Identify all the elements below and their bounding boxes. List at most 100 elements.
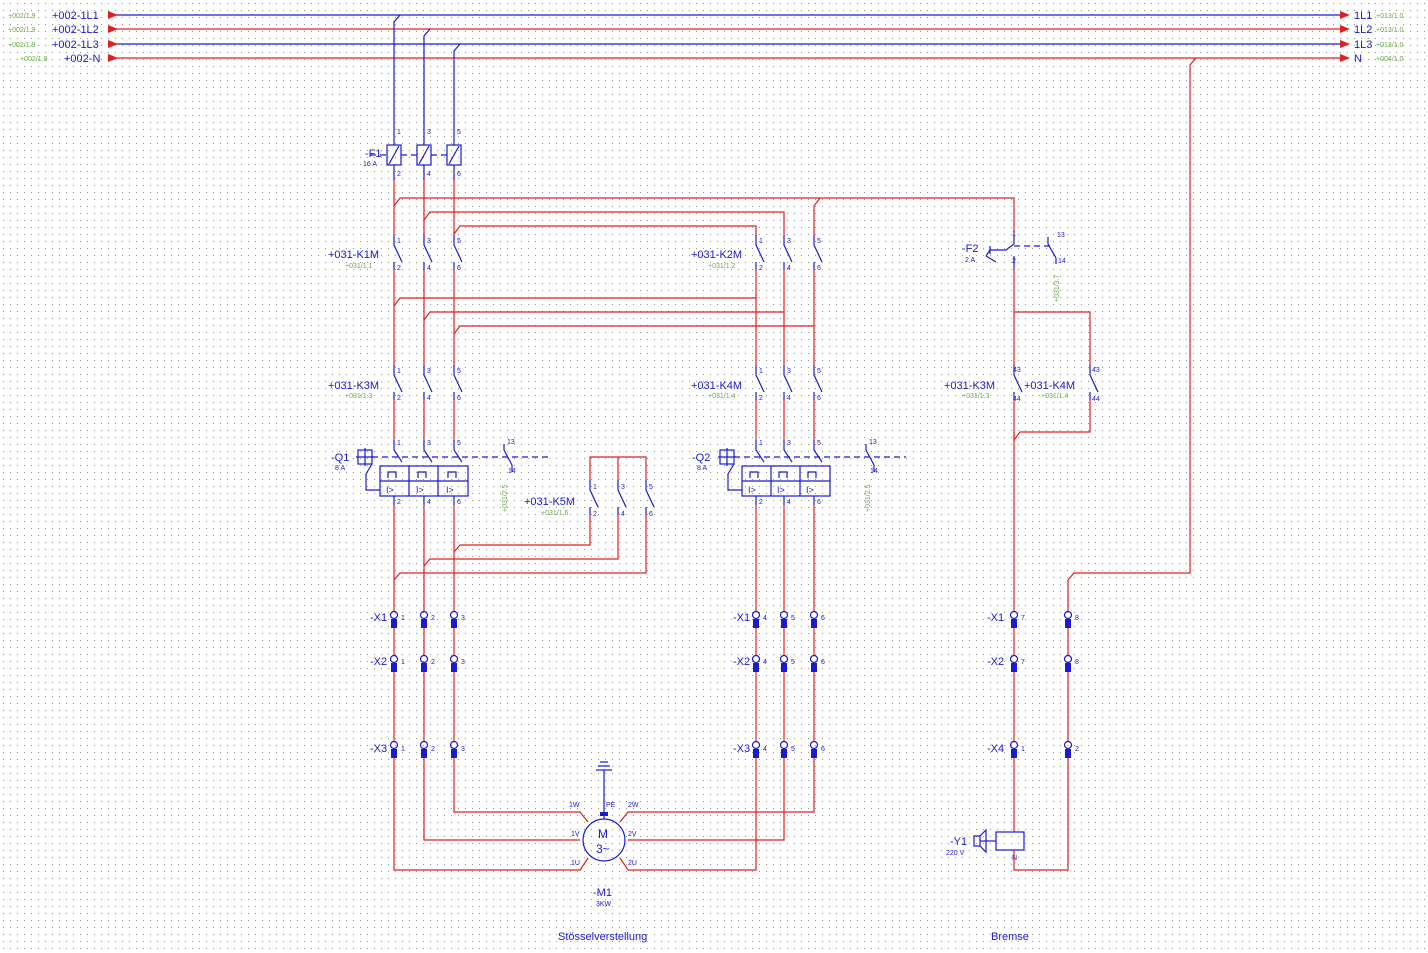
- terminal-block: [421, 619, 427, 628]
- svg-text:+031/2.5: +031/2.5: [865, 484, 872, 512]
- svg-text:8 A: 8 A: [335, 465, 345, 472]
- svg-text:2: 2: [1075, 746, 1079, 753]
- terminal-block: [753, 749, 759, 758]
- svg-text:13: 13: [1057, 232, 1065, 239]
- svg-text:-X2: -X2: [733, 656, 750, 668]
- svg-text:-X3: -X3: [370, 743, 387, 755]
- terminal-ring: [1063, 654, 1073, 664]
- svg-text:4: 4: [763, 746, 767, 753]
- terminal-ring: [751, 740, 761, 750]
- svg-text:-Q2: -Q2: [692, 452, 710, 464]
- svg-text:-F2: -F2: [962, 243, 979, 255]
- svg-text:14: 14: [508, 468, 516, 475]
- svg-text:1V: 1V: [571, 831, 580, 838]
- svg-text:6: 6: [821, 659, 825, 666]
- svg-text:1L3: 1L3: [1354, 39, 1372, 51]
- terminal-block: [753, 619, 759, 628]
- terminal-ring: [809, 654, 819, 664]
- svg-text:4: 4: [763, 615, 767, 622]
- terminal-block: [391, 619, 397, 628]
- svg-text:I>: I>: [446, 485, 454, 495]
- svg-text:+031/1.3: +031/1.3: [962, 393, 990, 400]
- svg-text:6: 6: [817, 265, 821, 272]
- svg-text:8 A: 8 A: [697, 465, 707, 472]
- svg-text:PE: PE: [606, 802, 616, 809]
- svg-text:5: 5: [791, 615, 795, 622]
- svg-text:+031-K4M: +031-K4M: [691, 380, 742, 392]
- svg-text:I>: I>: [777, 485, 785, 495]
- terminal-block: [1065, 619, 1071, 628]
- svg-text:I>: I>: [748, 485, 756, 495]
- svg-text:5: 5: [791, 659, 795, 666]
- svg-text:3KW: 3KW: [596, 901, 612, 908]
- svg-text:7: 7: [1021, 615, 1025, 622]
- terminal-block: [753, 663, 759, 672]
- terminal-block: [451, 663, 457, 672]
- fuse-f1: -F1 16 A 1 3 5 2 4 6: [363, 129, 462, 180]
- svg-text:+002/1.9: +002/1.9: [8, 13, 36, 20]
- bus-arrows: [108, 11, 1350, 62]
- k2m-contacts: +031-K2M +031/1.2: [691, 235, 823, 270]
- svg-text:I>: I>: [806, 485, 814, 495]
- svg-text:16 A: 16 A: [363, 161, 377, 168]
- svg-text:1: 1: [397, 368, 401, 375]
- svg-text:6: 6: [821, 746, 825, 753]
- svg-text:+031/1.2: +031/1.2: [708, 263, 736, 270]
- svg-text:+002/1.9: +002/1.9: [20, 56, 48, 63]
- terminal-block: [811, 749, 817, 758]
- svg-text:7: 7: [1021, 659, 1025, 666]
- svg-text:6: 6: [457, 499, 461, 506]
- svg-text:+031/1.4: +031/1.4: [708, 393, 736, 400]
- terminal-block: [391, 749, 397, 758]
- terminal-block: [1011, 619, 1017, 628]
- svg-text:2: 2: [397, 395, 401, 402]
- svg-text:3: 3: [461, 615, 465, 622]
- svg-text:3: 3: [621, 484, 625, 491]
- terminal-ring: [419, 740, 429, 750]
- svg-text:6: 6: [457, 171, 461, 178]
- svg-text:5: 5: [649, 484, 653, 491]
- svg-text:13: 13: [869, 439, 877, 446]
- svg-text:M: M: [598, 827, 608, 841]
- k3m-contacts: +031-K3M +031/1.3: [328, 365, 463, 400]
- svg-text:-X3: -X3: [733, 743, 750, 755]
- svg-text:+031-K3M: +031-K3M: [944, 380, 995, 392]
- svg-text:8: 8: [1075, 615, 1079, 622]
- svg-text:N: N: [1012, 855, 1017, 862]
- svg-text:2: 2: [593, 511, 597, 518]
- svg-text:43: 43: [1092, 367, 1100, 374]
- svg-text:+031-K1M: +031-K1M: [328, 249, 379, 261]
- terminal-ring: [419, 610, 429, 620]
- svg-text:-X2: -X2: [987, 656, 1004, 668]
- terminal-block: [391, 663, 397, 672]
- svg-text:1: 1: [759, 440, 763, 447]
- svg-text:+031/1.1: +031/1.1: [345, 263, 373, 270]
- svg-text:5: 5: [817, 238, 821, 245]
- svg-text:5: 5: [817, 440, 821, 447]
- svg-text:-X4: -X4: [987, 743, 1004, 755]
- terminal-block: [421, 663, 427, 672]
- terminal-ring: [449, 610, 459, 620]
- terminal-ring: [1009, 740, 1019, 750]
- terminal-block: [1011, 663, 1017, 672]
- terminal-block: [1065, 663, 1071, 672]
- svg-text:4: 4: [787, 499, 791, 506]
- svg-text:8: 8: [1075, 659, 1079, 666]
- svg-text:4: 4: [787, 265, 791, 272]
- svg-text:3~: 3~: [596, 842, 610, 856]
- bus-lines: [110, 14, 1345, 59]
- svg-text:6: 6: [457, 395, 461, 402]
- svg-text:+031/1.3: +031/1.3: [345, 393, 373, 400]
- svg-text:14: 14: [870, 468, 878, 475]
- svg-text:3: 3: [787, 440, 791, 447]
- left-bus-labels: +002/1.9 +002-1L1 +002/1.9 +002-1L2 +002…: [8, 10, 100, 65]
- terminal-block: [421, 749, 427, 758]
- svg-text:+031/2.5: +031/2.5: [502, 484, 509, 512]
- terminal-ring: [1009, 610, 1019, 620]
- terminal-ring: [449, 740, 459, 750]
- svg-text:3: 3: [427, 368, 431, 375]
- svg-text:5: 5: [457, 129, 461, 136]
- svg-text:3: 3: [427, 129, 431, 136]
- svg-text:-Y1: -Y1: [950, 836, 967, 848]
